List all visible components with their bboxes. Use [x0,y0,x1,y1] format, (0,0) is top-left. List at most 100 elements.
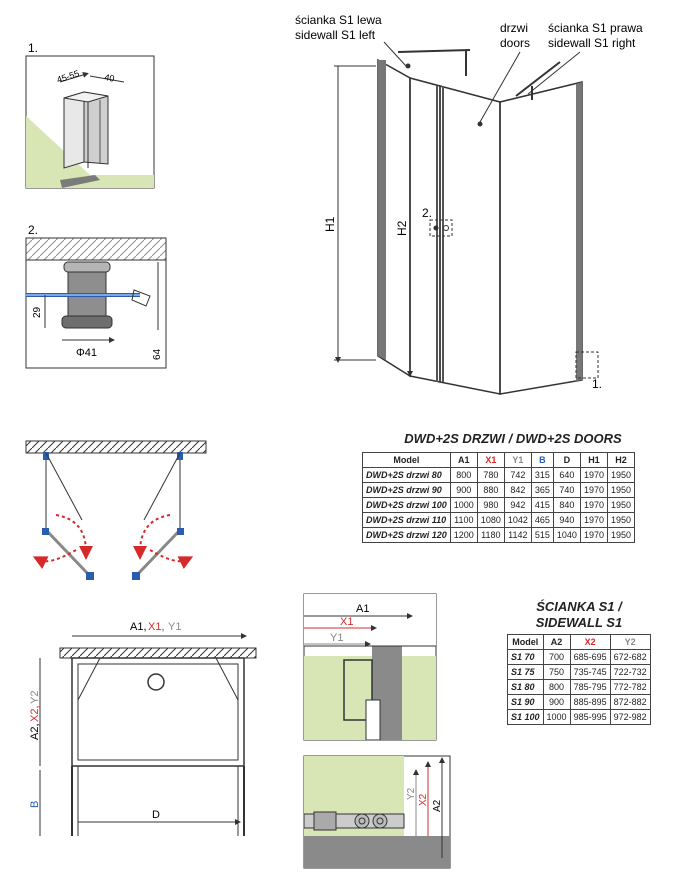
fig2-label: 2. [28,223,38,237]
left-wall-pl: ścianka S1 lewa [295,13,382,27]
detail-1: 1. 45-55 40 [25,41,155,189]
col-a2: A2 [542,634,571,650]
table-header-row: Model A2 X2 Y2 [507,634,651,650]
cell: 515 [530,527,554,543]
cell: 900 [542,694,571,710]
col-x1: X1 [476,452,505,468]
cell: S1 80 [507,679,544,695]
sidewall-table: Model A2 X2 Y2 S1 70 700 685-695 672-682… [507,634,651,725]
cell: S1 90 [507,694,544,710]
d-label: D [152,809,160,821]
cell: 885-895 [569,694,611,710]
doors-table: Model A1 X1 Y1 B D H1 H2 DWD+2S drzwi 80… [362,452,636,543]
table-row: S1 80 800 785-795 772-782 [507,679,651,695]
cell: S1 70 [507,649,544,665]
detail-side-connection: Y2 X2 A2 [303,755,451,869]
cell: 315 [530,467,554,483]
table-row: S1 100 1000 985-995 972-982 [507,709,651,725]
col-d: D [552,452,581,468]
dim-64: 64 [152,348,163,360]
x2-label: X2, [29,705,41,722]
cell: 700 [542,649,571,665]
door-swing-plan [25,440,207,580]
sidewall-table-title-1: ŚCIANKA S1 / [536,599,622,614]
cell: 780 [476,467,505,483]
cell: 1000 [542,709,571,725]
a2-label: A2, [29,723,41,740]
cell: 735-745 [569,664,611,680]
col-y2: Y2 [609,634,651,650]
cell: S1 75 [507,664,544,680]
table-row: DWD+2S drzwi 80 800 780 742 315 640 1970… [362,467,636,483]
cell: DWD+2S drzwi 100 [362,497,451,513]
det-y2-label: Y2 [406,787,417,800]
cell: 800 [449,467,478,483]
col-h1: H1 [579,452,608,468]
a1-label: A1, [130,621,147,633]
doors-en: doors [500,36,530,50]
doors-table-title: DWD+2S DRZWI / DWD+2S DOORS [404,431,622,446]
ref-1: 1. [592,377,602,391]
b-label: B [29,801,41,808]
cell: 972-982 [609,709,651,725]
cell: 1000 [449,497,478,513]
col-model: Model [362,452,451,468]
cell: 842 [503,482,532,498]
left-wall-en: sidewall S1 left [295,28,376,42]
h2-label: H2 [395,220,409,236]
cell: 672-682 [609,649,651,665]
cell: 415 [530,497,554,513]
ref-2: 2. [422,206,432,220]
col-a1: A1 [449,452,478,468]
det-x1-label: X1 [340,616,353,628]
sidewall-table-title-2: SIDEWALL S1 [535,615,623,630]
enclosure-3d-view: ścianka S1 lewa sidewall S1 left drzwi d… [295,13,643,395]
cell: DWD+2S drzwi 120 [362,527,451,543]
table-row: DWD+2S drzwi 120 1200 1180 1142 515 1040… [362,527,636,543]
table-row: S1 90 900 885-895 872-882 [507,694,651,710]
cell: 750 [542,664,571,680]
detail-top-connection: A1 X1 Y1 [303,593,437,741]
cell: 1970 [579,482,608,498]
cell: 1142 [503,527,532,543]
table-header-row: Model A1 X1 Y1 B D H1 H2 [362,452,636,468]
col-model: Model [507,634,544,650]
col-x2: X2 [569,634,611,650]
cell: 1042 [503,512,532,528]
right-wall-en: sidewall S1 right [548,36,636,50]
cell: 365 [530,482,554,498]
cell: S1 100 [507,709,544,725]
det-x2-label: X2 [418,793,429,806]
cell: 980 [476,497,505,513]
cell: 1040 [552,527,581,543]
cell: 772-782 [609,679,651,695]
cell: 900 [449,482,478,498]
cell: 1950 [606,482,636,498]
cell: 1100 [449,512,478,528]
cell: 1950 [606,527,636,543]
det-a1-label: A1 [356,603,369,615]
cell: DWD+2S drzwi 90 [362,482,451,498]
fig1-label: 1. [28,41,38,55]
cell: 1950 [606,467,636,483]
cell: DWD+2S drzwi 110 [362,512,451,528]
cell: 940 [552,512,581,528]
cell: 1180 [476,527,505,543]
cell: 742 [503,467,532,483]
col-b: B [530,452,554,468]
col-h2: H2 [606,452,636,468]
col-y1: Y1 [503,452,532,468]
cell: 840 [552,497,581,513]
dim-40: 40 [104,72,116,84]
cell: 872-882 [609,694,651,710]
cell: 985-995 [569,709,611,725]
table-row: DWD+2S drzwi 100 1000 980 942 415 840 19… [362,497,636,513]
cell: 1080 [476,512,505,528]
y2-label: Y2 [29,691,41,704]
cell: 722-732 [609,664,651,680]
cell: 880 [476,482,505,498]
dim-41: Φ41 [76,347,97,359]
table-row: DWD+2S drzwi 90 900 880 842 365 740 1970… [362,482,636,498]
right-wall-pl: ścianka S1 prawa [548,21,643,35]
